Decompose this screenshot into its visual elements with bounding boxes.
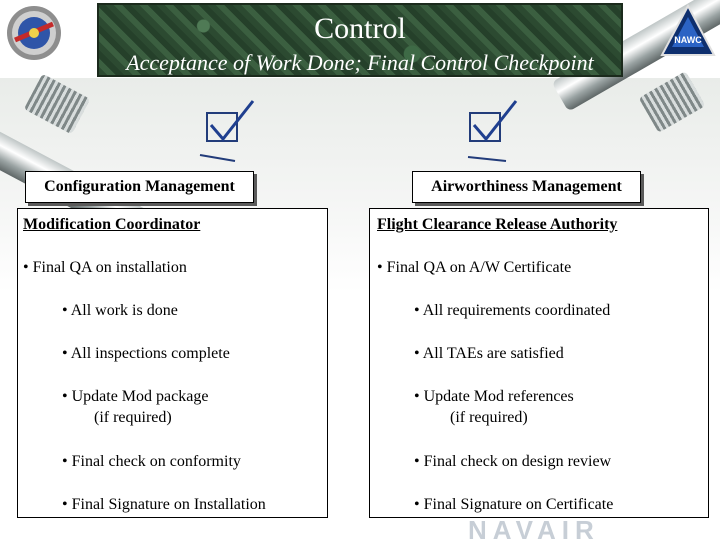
page-title: Control — [99, 12, 621, 46]
list-item: • All work is done — [62, 300, 178, 321]
checkbox-check-icon — [195, 95, 265, 165]
list-item: • Final check on design review — [414, 451, 611, 472]
page-subtitle: Acceptance of Work Done; Final Control C… — [99, 50, 621, 76]
header-banner: Control Acceptance of Work Done; Final C… — [97, 3, 623, 77]
right-panel: Flight Clearance Release Authority • Fin… — [369, 208, 709, 518]
airworthiness-management-label: Airworthiness Management — [412, 171, 641, 203]
left-panel: Modification Coordinator • Final QA on i… — [17, 208, 328, 518]
left-intro: • Final QA on installation — [23, 257, 187, 278]
right-heading: Flight Clearance Release Authority — [377, 214, 617, 235]
list-item: • Final Signature on Certificate — [414, 494, 613, 515]
list-item: • Update Mod package — [62, 386, 208, 407]
list-item: • Final check on conformity — [62, 451, 241, 472]
gear-emblem-icon — [5, 4, 63, 62]
list-item-note: (if required) — [94, 407, 172, 428]
list-item: • All TAEs are satisfied — [414, 343, 564, 364]
left-heading: Modification Coordinator — [23, 214, 200, 235]
list-item-note: (if required) — [450, 407, 528, 428]
nawc-triangle-icon: NAWC — [660, 3, 716, 59]
configuration-management-label: Configuration Management — [25, 171, 254, 203]
list-item: • Final Signature on Installation — [62, 494, 266, 515]
list-item: • All inspections complete — [62, 343, 230, 364]
nawc-logo-text: NAWC — [674, 35, 702, 45]
right-intro: • Final QA on A/W Certificate — [377, 257, 571, 278]
list-item: • All requirements coordinated — [414, 300, 610, 321]
checkbox-check-icon — [462, 95, 532, 165]
navair-watermark: NAVAIR — [468, 515, 600, 546]
list-item: • Update Mod references — [414, 386, 574, 407]
